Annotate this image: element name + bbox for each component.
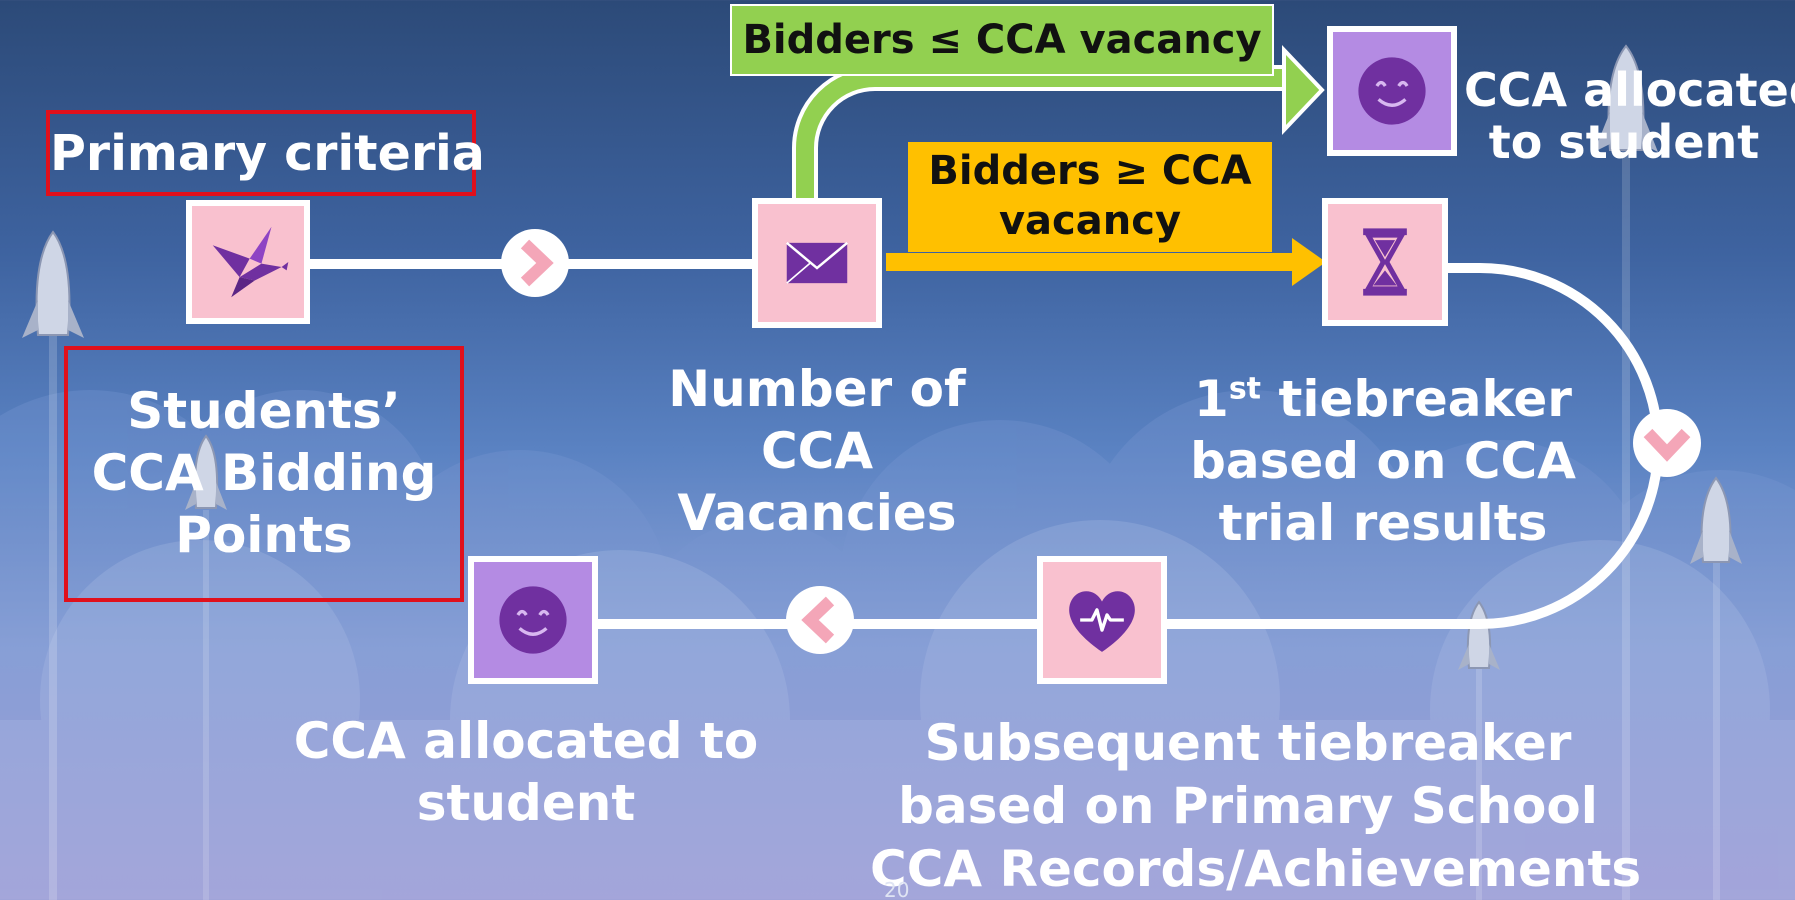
bidding-points-node <box>186 200 310 324</box>
bidding-points-label: Students’ CCA Bidding Points <box>91 382 437 564</box>
yellow-branch-arrow <box>886 238 1326 286</box>
rocket-icon <box>1458 600 1500 900</box>
rocket-icon <box>22 230 84 900</box>
bidding-points-box <box>64 346 464 602</box>
allocated-bottom-label: CCA allocated to student <box>293 712 759 832</box>
tiebreaker2-node <box>1037 556 1167 684</box>
origami-bird-icon <box>212 226 289 298</box>
primary-criteria-box: Primary criteria <box>46 110 485 196</box>
green-branch-arrow <box>792 44 1325 200</box>
cloud-bank <box>0 390 1795 900</box>
primary-criteria-label: Primary criteria <box>50 125 485 182</box>
tiebreaker1-first-line: 1st tiebreaker <box>1194 370 1572 428</box>
tiebreaker1-label: 1st tiebreaker based on CCA trial result… <box>1163 368 1603 554</box>
chevron-left-icon <box>786 586 854 654</box>
allocated-bottom-node <box>468 556 598 684</box>
vacancies-node <box>752 198 882 328</box>
chevron-right-icon <box>501 229 569 297</box>
rocket-icon <box>1594 44 1658 900</box>
allocated-top-label: CCA allocated to student <box>1464 63 1795 169</box>
rocket-icon <box>1690 476 1742 900</box>
tiebreaker2-label: Subsequent tiebreaker based on Primary S… <box>870 714 1642 898</box>
heart-pulse-icon <box>1069 591 1135 652</box>
chevron-down-icon <box>1633 409 1701 477</box>
allocated-top-node <box>1327 26 1457 156</box>
envelope-icon <box>785 241 849 284</box>
page-number: 20 <box>884 878 910 900</box>
rocket-icon <box>185 434 227 900</box>
hourglass-icon <box>1363 228 1407 296</box>
smiley-icon <box>499 586 567 654</box>
tiebreaker1-node <box>1322 198 1448 326</box>
vacancies-label: Number of CCA Vacancies <box>668 360 966 542</box>
green-branch-label: Bidders ≤ CCA vacancy <box>730 4 1274 76</box>
smiley-icon <box>1358 57 1426 125</box>
yellow-branch-label: Bidders ≥ CCA vacancy <box>908 142 1272 252</box>
